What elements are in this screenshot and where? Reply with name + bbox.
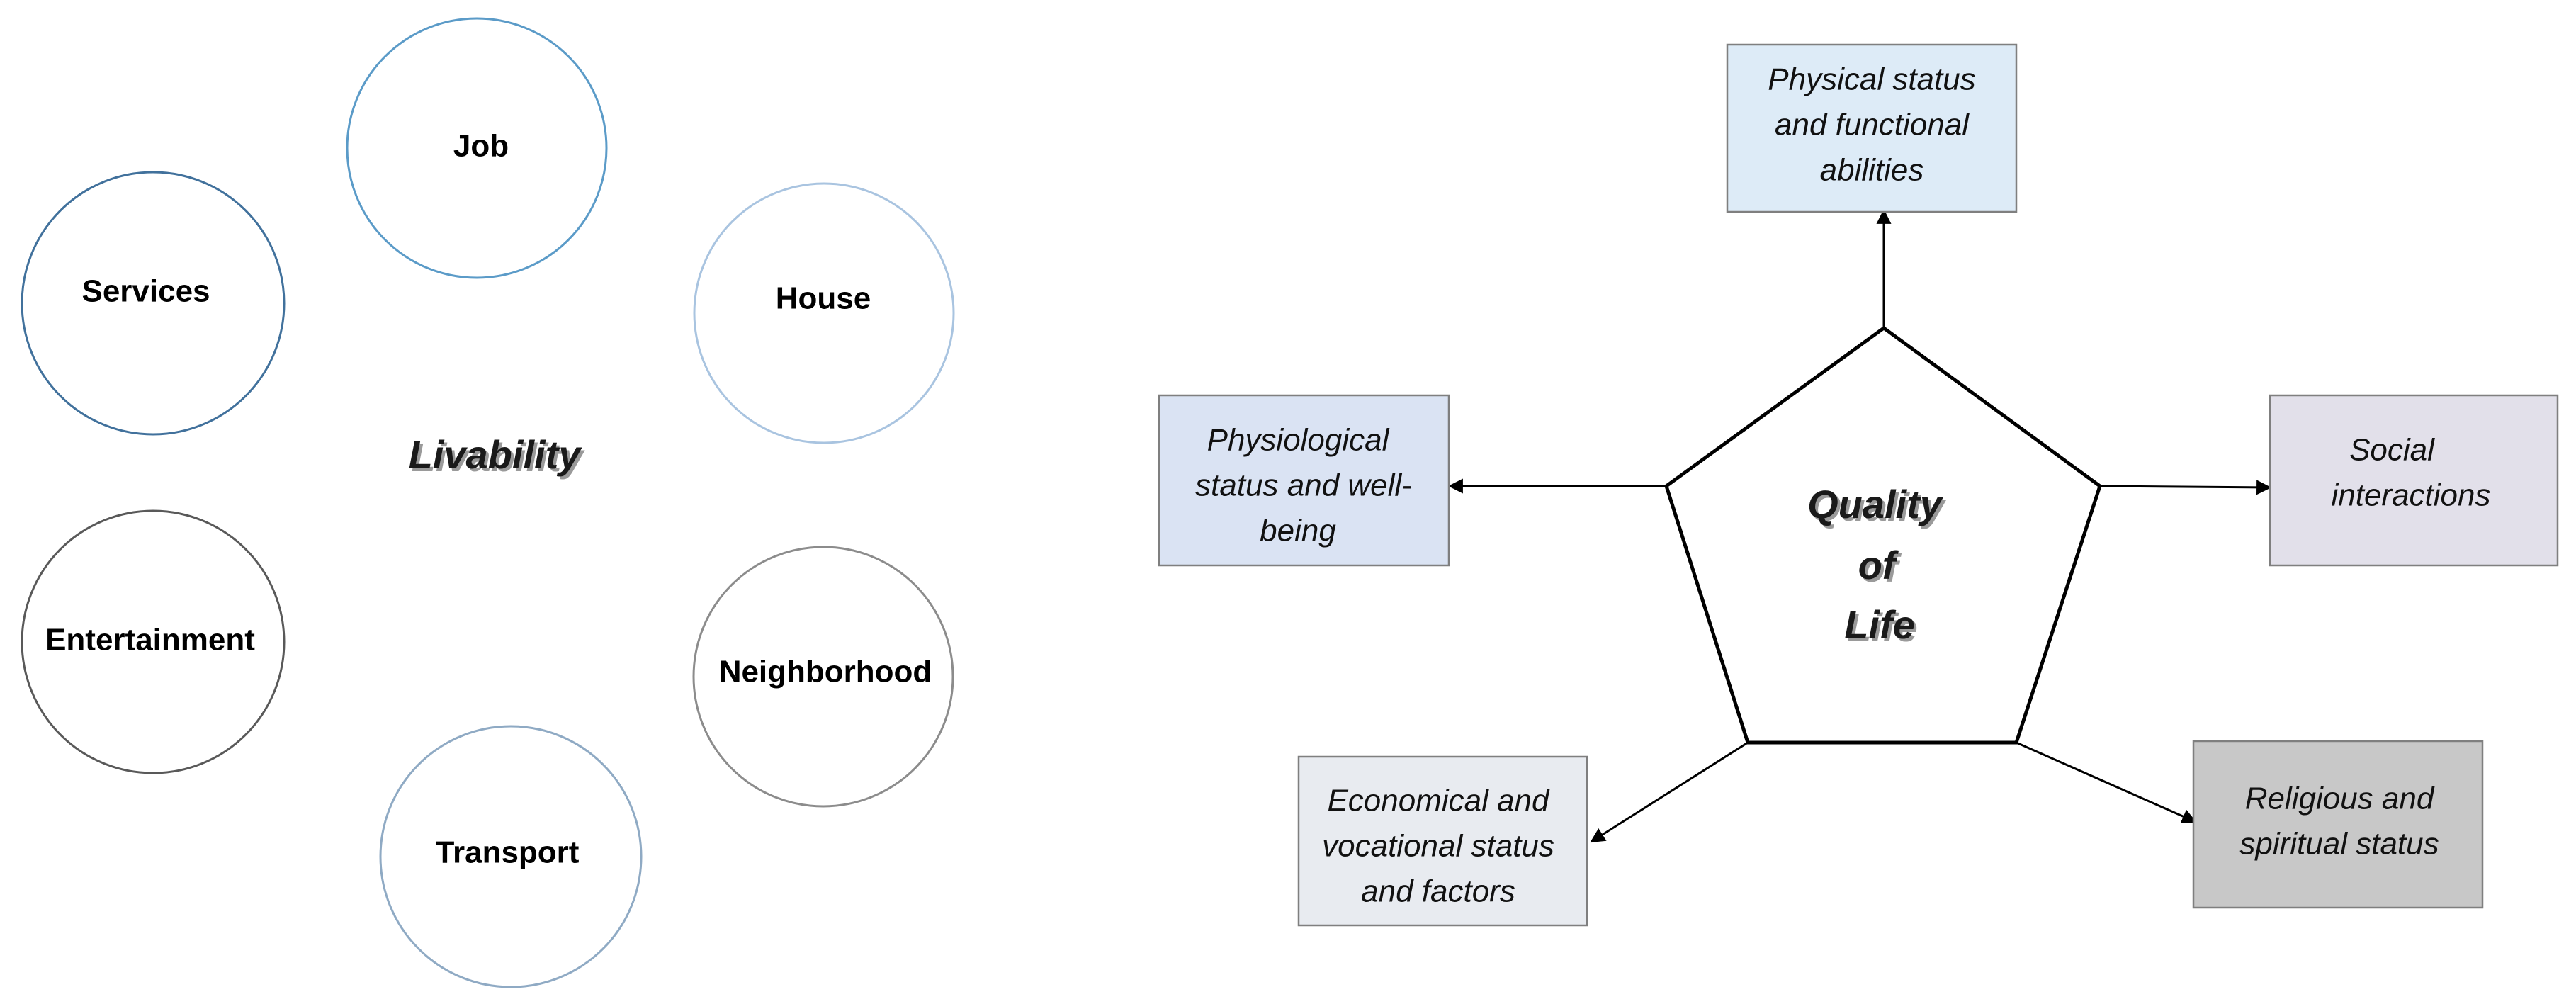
livability-diagram: Job Services House Livability Livability… <box>21 17 955 988</box>
box-physiological-status-line1: Physiological <box>1207 423 1390 458</box>
livability-title: Livability Livability <box>409 432 586 480</box>
box-social-interactions-line1: Social <box>2349 433 2435 468</box>
quality-of-life-title: Quality of Life Quality of Life <box>1807 482 1947 650</box>
arrow-to-social <box>2099 480 2272 495</box>
box-social-interactions-rect <box>2269 394 2559 567</box>
circle-transport-shape <box>379 725 643 988</box>
box-physical-status-line3: abilities <box>1820 153 1924 188</box>
arrow-to-religious <box>2016 741 2197 823</box>
box-economical-status-rect <box>1297 755 1588 927</box>
circle-transport: Transport <box>379 725 643 988</box>
box-physical-status: Physical status and functional abilities <box>1726 43 2018 213</box>
quality-of-life-pentagon <box>1664 325 2102 745</box>
livability-title-shadow: Livability <box>412 435 586 480</box>
box-religious-status-line2: spiritual status <box>2239 827 2439 862</box>
box-physical-status-rect <box>1726 43 2018 213</box>
box-social-interactions-line2: interactions <box>2331 478 2490 513</box>
circle-house: House <box>693 182 955 444</box>
arrow-to-economical <box>1590 741 1749 843</box>
circle-services-label: Services <box>81 274 210 309</box>
box-physiological-status-line2: status and well- <box>1195 468 1412 503</box>
livability-title-text: Livability <box>409 432 583 477</box>
qol-title-line3-shadow: Life <box>1847 605 1918 650</box>
circle-job-label: Job <box>453 129 509 164</box>
box-economical-status-line2: vocational status <box>1322 829 1554 864</box>
box-religious-status-rect <box>2192 740 2484 909</box>
circle-neighborhood: Neighborhood <box>692 546 954 808</box>
circle-entertainment-label: Entertainment <box>45 623 255 658</box>
quality-of-life-diagram: Quality of Life Quality of Life Physical… <box>1158 43 2559 927</box>
box-physical-status-line1: Physical status <box>1768 62 1975 97</box>
circle-house-shape <box>693 182 955 444</box>
box-religious-status-line1: Religious and <box>2245 782 2435 816</box>
qol-title-line1-shadow: Quality <box>1810 485 1947 529</box>
box-physiological-status-line3: being <box>1260 514 1336 548</box>
qol-title-line2-shadow: of <box>1861 546 1902 590</box>
box-physiological-status: Physiological status and well- being <box>1158 394 1450 567</box>
box-physiological-status-rect <box>1158 394 1450 567</box>
circle-job-shape <box>346 17 608 279</box>
circle-house-label: House <box>776 281 871 316</box>
circle-services-shape <box>21 171 286 436</box>
box-economical-status-line3: and factors <box>1361 874 1515 909</box>
box-physical-status-line2: and functional <box>1775 108 1970 142</box>
box-economical-status-line1: Economical and <box>1327 784 1550 818</box>
circle-entertainment-shape <box>21 509 286 774</box>
qol-title-line3: Life <box>1844 602 1915 647</box>
circle-services: Services <box>21 171 286 436</box>
box-economical-status: Economical and vocational status and fac… <box>1297 755 1588 927</box>
qol-title-line2: of <box>1858 543 1899 587</box>
qol-title-line1: Quality <box>1807 482 1944 526</box>
circle-neighborhood-shape <box>692 546 954 808</box>
box-religious-status: Religious and spiritual status <box>2192 740 2484 909</box>
circle-entertainment: Entertainment <box>21 509 286 774</box>
circle-transport-label: Transport <box>436 835 580 870</box>
circle-job: Job <box>346 17 608 279</box>
circle-neighborhood-label: Neighborhood <box>719 655 932 689</box>
box-social-interactions: Social interactions <box>2269 394 2559 567</box>
